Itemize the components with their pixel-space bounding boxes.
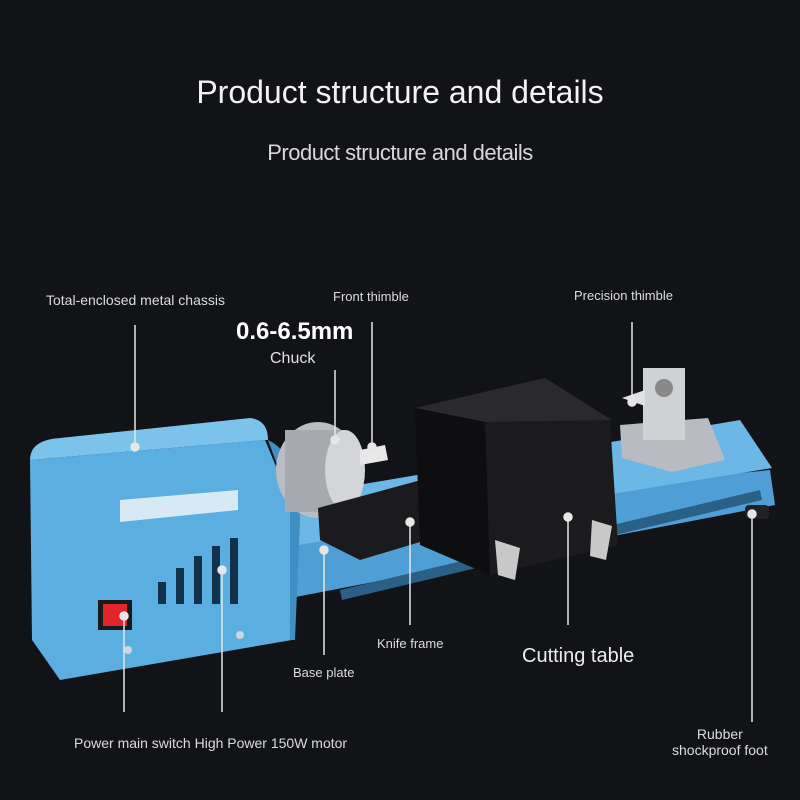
wing-nut	[495, 540, 520, 580]
label-rubber-line2: shockproof foot	[672, 742, 768, 758]
power-switch-rocker	[103, 604, 127, 626]
callout-motor-dot	[217, 565, 227, 575]
cutting-table-left	[415, 408, 490, 575]
screw	[236, 631, 244, 639]
cutting-table-front	[482, 420, 618, 575]
label-precision-thimble: Precision thimble	[574, 288, 673, 303]
label-chassis: Total-enclosed metal chassis	[46, 292, 225, 308]
callout-base-dot	[319, 545, 329, 555]
callout-rubber-dot	[747, 509, 757, 519]
vent-2	[176, 568, 184, 604]
vent-4	[212, 546, 220, 604]
label-rubber-foot: Rubber shockproof foot	[672, 726, 768, 758]
callout-cutting-dot	[563, 512, 573, 522]
label-cutting-table: Cutting table	[522, 645, 635, 667]
callout-knife-dot	[405, 517, 415, 527]
motor-housing-top	[30, 418, 268, 460]
vent-1	[158, 582, 166, 604]
callout-front-thimble-dot	[367, 442, 377, 452]
vent-3	[194, 556, 202, 604]
callout-chassis-dot	[130, 442, 140, 452]
label-front-thimble: Front thimble	[333, 289, 409, 304]
label-chuck-size: 0.6-6.5mm	[236, 318, 354, 345]
label-rubber-line1: Rubber	[696, 726, 743, 742]
label-plate	[120, 490, 238, 522]
chuck-face	[325, 430, 365, 510]
label-knife-frame: Knife frame	[377, 636, 444, 651]
label-chuck: Chuck	[270, 350, 316, 367]
callout-precision-dot	[627, 397, 637, 407]
page-subtitle: Product structure and details	[267, 140, 533, 165]
screw	[124, 646, 132, 654]
page-title: Product structure and details	[196, 74, 604, 110]
callout-chuck-dot	[330, 435, 340, 445]
cutting-table-top	[415, 378, 612, 422]
tailstock-bore	[655, 379, 673, 397]
chuck-jaws	[360, 445, 388, 465]
label-base-plate: Base plate	[293, 665, 355, 680]
callout-switch-dot	[119, 611, 129, 621]
wing-nut	[590, 520, 612, 560]
label-power-motor: Power main switch High Power 150W motor	[74, 735, 348, 751]
vent-5	[230, 538, 238, 604]
